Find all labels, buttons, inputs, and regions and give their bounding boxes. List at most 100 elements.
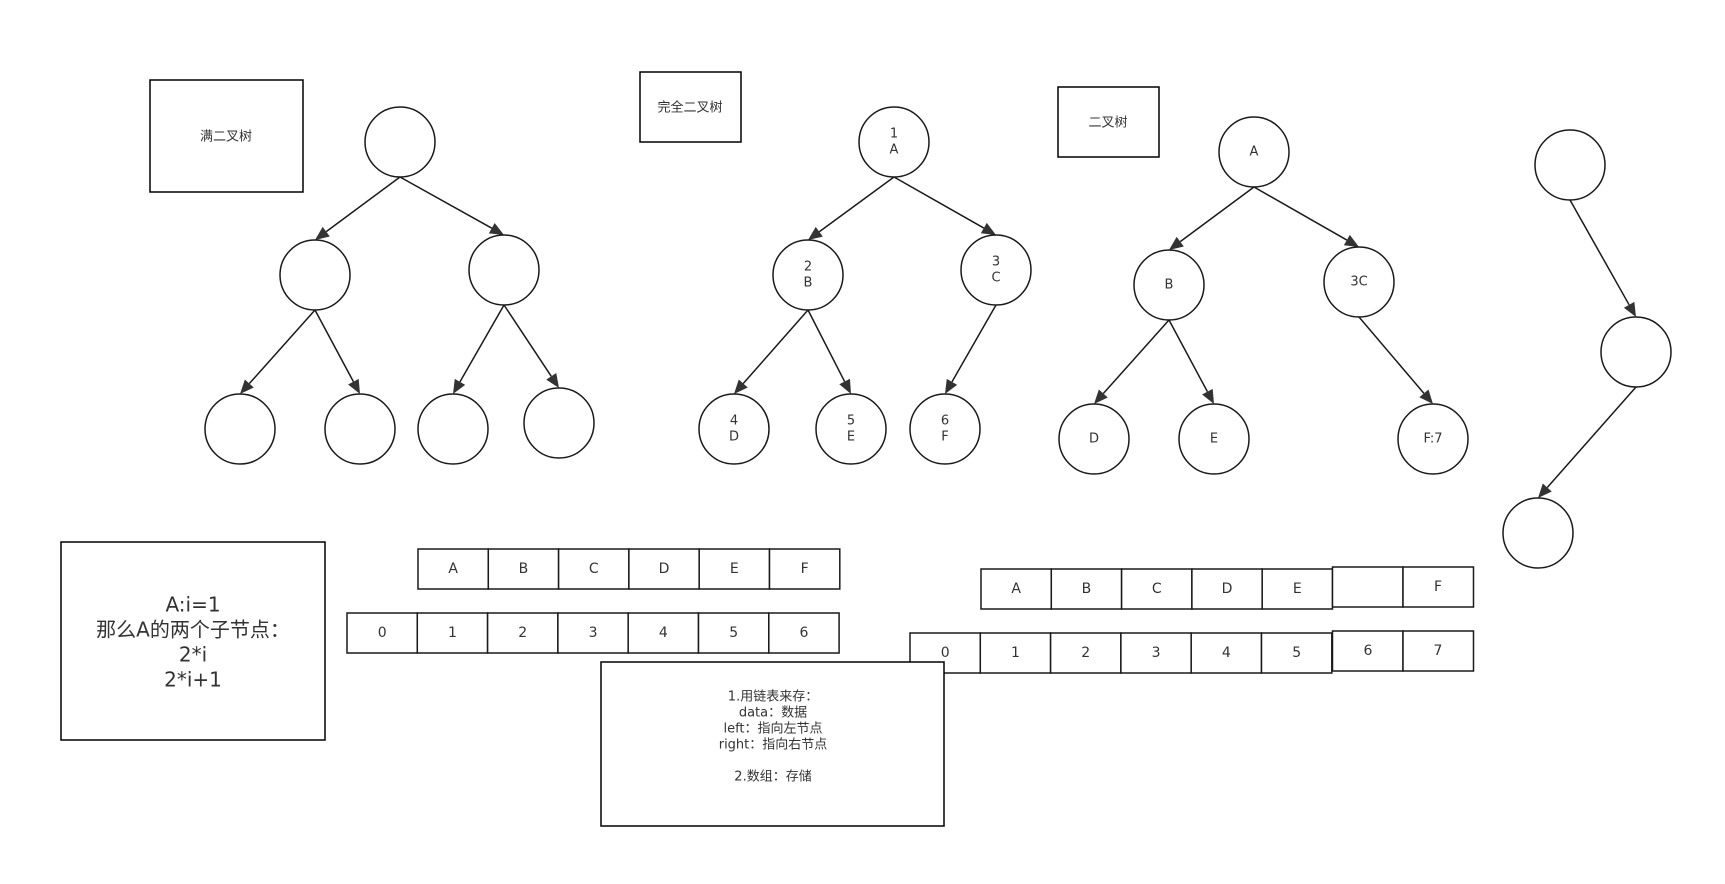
full-tree-node: [523, 387, 595, 459]
complete-array-value-text: F: [801, 561, 809, 577]
complete-tree-edge-head: [808, 226, 823, 240]
binary-array-index-cell: [1120, 632, 1192, 674]
binary-tree-node: [1397, 403, 1469, 475]
complete-array-value-text: D: [659, 561, 670, 577]
complete-tree-edge: [807, 309, 846, 382]
complete-tree-edge: [893, 176, 985, 229]
binary-array-index-text: 4: [1222, 645, 1231, 661]
complete-tree-node-letter: A: [890, 143, 899, 158]
binary-array-value-cell: [1191, 568, 1263, 610]
binary-array-value-cell: [1402, 566, 1475, 608]
full-tree-label-box: [149, 79, 304, 193]
binary-array-value-text: C: [1152, 581, 1162, 597]
binary-array-index-text: 5: [1292, 645, 1301, 661]
binary-tree-edge-head: [1169, 236, 1184, 250]
binary-array-index-text: 2: [1081, 645, 1090, 661]
complete-tree-edge: [818, 176, 895, 233]
complete-tree-node-letter: D: [729, 430, 739, 445]
skewed-tree-edge: [1546, 386, 1637, 489]
complete-array-index-text: 2: [518, 625, 527, 641]
binary-tree-edge-head: [1343, 234, 1359, 247]
binary-array-index-text: 6: [1364, 643, 1373, 659]
complete-tree-node: [909, 393, 981, 465]
complete-array-value-cell: [487, 548, 560, 590]
complete-tree-edge-head: [734, 379, 748, 394]
complete-tree-node-number: 2: [804, 260, 812, 275]
binary-tree-node-label: E: [1210, 432, 1218, 447]
binary-array-index-text: 0: [941, 645, 950, 661]
complete-tree-edge-head: [980, 222, 996, 235]
complete-tree-edge: [742, 309, 809, 384]
complete-tree-node-number: 3: [992, 255, 1000, 270]
complete-tree-edge-head: [945, 378, 958, 394]
full-tree-edge-head: [546, 373, 559, 388]
storage-note-line: 2.数组：存储: [734, 770, 811, 785]
binary-tree-node-label: F:7: [1423, 432, 1442, 447]
binary-tree-node: [1178, 403, 1250, 475]
binary-array-value-cell: [1050, 568, 1123, 610]
storage-note-box: [600, 661, 945, 827]
storage-note-line: right：指向右节点: [719, 737, 828, 753]
binary-tree-node-label: 3C: [1350, 275, 1367, 290]
storage-note-line: data：数据: [739, 706, 807, 721]
binary-array-index-text: 3: [1152, 645, 1161, 661]
storage-note-line: left：指向左节点: [723, 721, 822, 737]
full-tree-node: [204, 393, 276, 465]
formula-note-line: 2*i: [179, 643, 207, 667]
binary-array-index-cell: [1190, 632, 1263, 674]
binary-array-index-cell: [1260, 632, 1333, 674]
binary-tree-node-label: D: [1089, 432, 1099, 447]
complete-array-value-text: A: [448, 561, 458, 577]
full-tree-edge-head: [348, 378, 360, 394]
binary-array-value-text: B: [1082, 581, 1092, 597]
full-tree-edge: [325, 176, 401, 233]
binary-tree-label: 二叉树: [1088, 116, 1127, 131]
full-tree-edge-head: [240, 379, 254, 394]
formula-note-line: A:i=1: [165, 593, 220, 617]
full-tree-node: [324, 393, 396, 465]
complete-tree-node-letter: F: [941, 430, 948, 445]
binary-tree-node: [1323, 246, 1395, 318]
full-tree-edge: [248, 309, 316, 385]
complete-tree-node-letter: B: [804, 276, 813, 291]
complete-tree-node-number: 5: [847, 414, 855, 429]
complete-tree-node-number: 6: [941, 414, 949, 429]
binary-array-value-text: A: [1011, 581, 1021, 597]
binary-array-index-cell: [1402, 630, 1475, 672]
complete-array-value-text: C: [589, 561, 599, 577]
complete-tree-node: [698, 393, 770, 465]
binary-tree-edge: [1102, 319, 1170, 395]
binary-tree-edge: [1358, 316, 1425, 394]
complete-tree-node-number: 4: [730, 414, 738, 429]
complete-tree-node-letter: E: [847, 430, 855, 445]
binary-array-value-text: F: [1434, 579, 1442, 595]
binary-tree-node-label: B: [1165, 278, 1174, 293]
binary-tree-edge-head: [1419, 389, 1433, 404]
complete-tree-edge-head: [839, 378, 851, 394]
full-tree-node: [468, 234, 540, 306]
full-tree-node: [417, 393, 489, 465]
storage-note-line: 1.用链表来存：: [728, 690, 818, 705]
skewed-tree-edge-head: [1538, 483, 1552, 498]
complete-array-index-cell: [697, 612, 770, 654]
binary-array-index-text: 1: [1011, 645, 1020, 661]
complete-array-index-cell: [768, 612, 840, 654]
binary-array-value-cell: [1261, 568, 1334, 610]
complete-array-index-text: 5: [729, 625, 738, 641]
complete-array-index-cell: [346, 612, 419, 654]
binary-tree-node: [1058, 403, 1130, 475]
binary-tree-edge-head: [1202, 388, 1214, 404]
full-tree-edge-head: [315, 226, 330, 240]
complete-array-index-cell: [416, 612, 489, 654]
complete-array-value-text: E: [730, 561, 739, 577]
complete-array-index-text: 1: [448, 625, 457, 641]
full-tree-label: 满二叉树: [200, 130, 252, 145]
complete-tree-edge: [951, 304, 997, 383]
binary-tree-edge: [1168, 319, 1209, 393]
binary-tree-edge: [1179, 186, 1255, 243]
complete-tree-node-letter: C: [991, 271, 1000, 286]
binary-tree-label-box: [1057, 86, 1160, 158]
binary-tree-node-label: A: [1250, 145, 1259, 160]
complete-tree-node-number: 1: [890, 127, 898, 142]
complete-array-value-cell: [628, 548, 700, 590]
